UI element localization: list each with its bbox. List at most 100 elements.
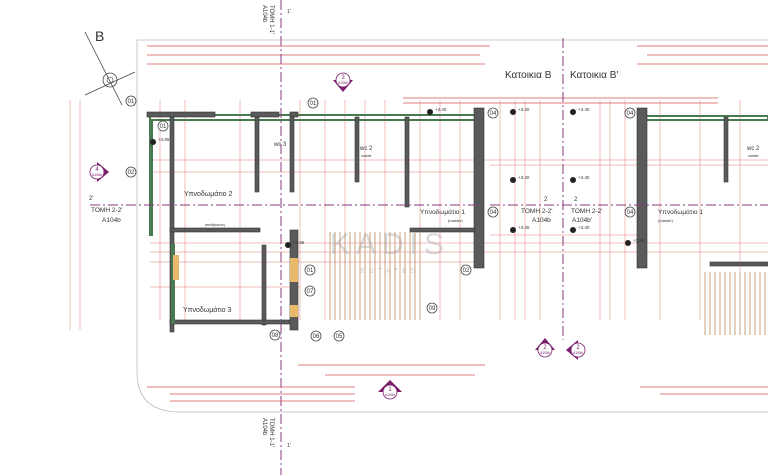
room-wc-2-left-sub: master xyxy=(361,154,373,158)
detail-tag: 04 xyxy=(624,107,636,119)
unit-title-right: Κατοικια Β' xyxy=(570,70,618,81)
svg-text:A106b: A106b xyxy=(338,81,348,85)
svg-text:A106b: A106b xyxy=(92,173,102,177)
elevation-marker-3: 3 A106b xyxy=(333,72,353,92)
section-2-mid-b-title: ΤΟΜΗ 2-2' xyxy=(571,208,602,215)
detail-tag: 08 xyxy=(269,329,281,341)
section-2-mid-a-title: ΤΟΜΗ 2-2' xyxy=(521,208,552,215)
section-2-mid-a-sheet: A104b xyxy=(532,217,551,224)
room-bedroom-2: Υπνοδωμάτιο 2 xyxy=(184,190,232,198)
detail-tag: 05 xyxy=(333,330,345,342)
svg-text:A104b: A104b xyxy=(261,418,267,436)
svg-text:+3.40: +3.40 xyxy=(578,225,590,230)
room-wc-3: wc 3 xyxy=(273,142,287,148)
section-2-left-mark: 2' xyxy=(89,196,93,202)
detail-tag: 06 xyxy=(310,330,322,342)
level-marker: +3.40 xyxy=(510,225,530,233)
detail-tag: 04 xyxy=(487,107,499,119)
detail-tag: 01 xyxy=(307,97,319,109)
elevation-marker-1: 1 A106b xyxy=(378,380,402,400)
room-wc-2-left: wc 2 xyxy=(359,146,373,152)
detail-tag: 04 xyxy=(624,206,636,218)
section-1-bottom-label: ΤΟΜΗ 1-1' A104b xyxy=(261,418,274,447)
top-dimensions xyxy=(147,45,768,104)
north-compass-icon xyxy=(84,31,136,106)
level-marker: +3.85 xyxy=(625,238,645,246)
svg-text:09: 09 xyxy=(429,306,436,312)
level-marker: +3.40 xyxy=(510,107,530,115)
detail-tag: 01 xyxy=(157,120,169,132)
svg-text:+3.85: +3.85 xyxy=(158,137,170,142)
detail-tag: 02 xyxy=(460,264,472,276)
detail-tag: 04 xyxy=(487,206,499,218)
room-bedroom-1-left-sub: (master) xyxy=(448,218,464,223)
section-1-top-mark: 1' xyxy=(287,9,291,15)
room-bedroom-1-right: Υπνοδωμάτιο 1 xyxy=(658,208,703,216)
room-wc-2-right-sub: master xyxy=(748,154,760,158)
elevation-marker-2b: 2 A106b xyxy=(566,340,586,360)
svg-text:01: 01 xyxy=(160,124,167,130)
svg-text:+3.40: +3.40 xyxy=(518,175,530,180)
svg-text:+3.40: +3.40 xyxy=(518,225,530,230)
svg-text:2: 2 xyxy=(543,345,547,351)
room-bedroom-1-right-sub: (master) xyxy=(658,218,674,223)
svg-text:02: 02 xyxy=(463,268,470,274)
svg-text:02: 02 xyxy=(128,170,135,176)
plot-boundary xyxy=(136,39,768,413)
watermark-brand: KADIS xyxy=(330,228,450,261)
room-bedroom-3: Υπνοδωμάτιο 3 xyxy=(183,306,231,314)
level-marker: +3.85 xyxy=(150,137,170,145)
building-walls xyxy=(146,107,768,333)
svg-text:A106b: A106b xyxy=(385,393,395,397)
section-2-mid-a-mark: 2 xyxy=(544,197,548,203)
svg-text:3: 3 xyxy=(341,75,345,81)
detail-tags: 01 01 01 02 01 04 04 04 04 02 07 08 06 05 09 xyxy=(125,95,636,342)
svg-text:+3.40: +3.40 xyxy=(518,107,530,112)
section-2-mid-b-sheet: A104b' xyxy=(572,217,592,224)
svg-text:+3.40: +3.40 xyxy=(578,107,590,112)
level-marker: +3.40 xyxy=(570,225,590,233)
svg-text:05: 05 xyxy=(336,334,343,340)
level-markers: +3.85 +3.40 +3.40 +3.40 +3.40 +3.40 +3.40 +3.40… xyxy=(150,107,645,248)
section-2-left-title: ΤΟΜΗ 2-2' xyxy=(91,207,122,214)
svg-text:+3.40: +3.40 xyxy=(578,175,590,180)
svg-text:A104b: A104b xyxy=(261,5,267,23)
svg-text:01: 01 xyxy=(128,99,135,105)
unit-title-left: Κατοικια Β xyxy=(505,70,552,81)
section-2-mid-b-mark: 2 xyxy=(574,197,578,203)
section-1-bottom-mark: 1' xyxy=(287,443,291,449)
section-1-top-label: ΤΟΜΗ 1-1' A104b xyxy=(261,5,274,34)
detail-tag: 09 xyxy=(426,302,438,314)
svg-text:01: 01 xyxy=(307,268,314,274)
svg-text:A106b: A106b xyxy=(540,351,550,355)
bottom-dimensions xyxy=(147,364,768,402)
room-bedroom-1-left: Υπνοδωμάτιο 1 xyxy=(420,208,465,216)
detail-tag: 01 xyxy=(125,95,137,107)
detail-tag: 07 xyxy=(304,285,316,297)
svg-text:2: 2 xyxy=(576,345,580,351)
elevation-marker-2a: 2 A106b xyxy=(535,338,555,358)
detail-tag: 01 xyxy=(304,264,316,276)
deck-hatching xyxy=(329,232,766,335)
room-wc-2-right: wc 2 xyxy=(746,146,760,152)
level-marker: +3.40 xyxy=(570,175,590,183)
svg-text:4: 4 xyxy=(95,167,99,173)
level-marker: +3.40 xyxy=(510,175,530,183)
svg-text:04: 04 xyxy=(627,210,634,216)
svg-text:ΤΟΜΗ 1-1': ΤΟΜΗ 1-1' xyxy=(268,5,274,34)
svg-text:+3.85: +3.85 xyxy=(293,240,305,245)
svg-text:ΤΟΜΗ 1-1': ΤΟΜΗ 1-1' xyxy=(268,418,274,447)
storage-label: αποθήκευση xyxy=(205,223,225,227)
level-marker: +3.40 xyxy=(570,107,590,115)
svg-text:+3.85: +3.85 xyxy=(633,238,645,243)
svg-text:1: 1 xyxy=(388,387,392,393)
section-2-left-sheet: A104b xyxy=(102,217,121,224)
compass-label: B xyxy=(95,28,104,44)
svg-text:04: 04 xyxy=(490,210,497,216)
svg-text:04: 04 xyxy=(490,111,497,117)
elevation-marker-4: 4 A106b xyxy=(89,162,109,182)
level-marker: +3.40 xyxy=(427,107,447,115)
svg-text:A106b: A106b xyxy=(573,351,583,355)
svg-text:06: 06 xyxy=(313,334,320,340)
